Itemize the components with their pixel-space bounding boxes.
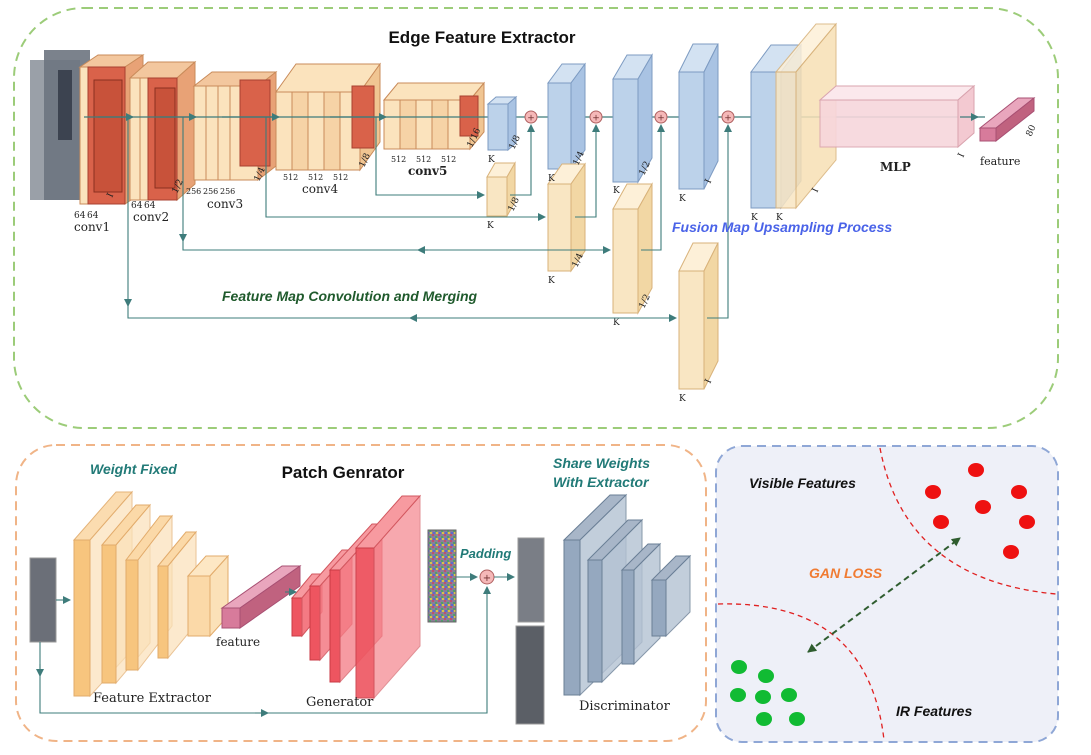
edge-feature-extractor-panel: Edge Feature Extractor 64 64 conv1 I [13, 7, 1059, 429]
k-label-blue-3: K [613, 186, 620, 196]
feature-output-block [978, 96, 1036, 143]
fusion-map-label: Fusion Map Upsampling Process [672, 219, 892, 235]
gan-loss-label: GAN LOSS [809, 565, 883, 581]
yellow-map-up [774, 22, 838, 210]
blue-map-3 [612, 53, 653, 184]
padded-output-image [517, 537, 545, 623]
conv1-frac: I [106, 191, 117, 199]
discriminator-stack [562, 493, 692, 697]
yellow-map-2 [547, 162, 586, 273]
patch-feature-label: feature [216, 635, 260, 649]
conv5-block [382, 81, 486, 151]
conv5-ch-3: 512 [441, 155, 456, 164]
feature-extractor-stack [72, 490, 230, 698]
patch-arrows [36, 573, 515, 717]
discriminator-label: Discriminator [579, 699, 671, 714]
k-label-yellow-1: K [487, 221, 494, 231]
conv2-label: conv2 [133, 210, 169, 224]
conv3-ch-3: 256 [220, 187, 235, 196]
weight-fixed-label: Weight Fixed [90, 461, 177, 477]
conv3-label: conv3 [207, 197, 243, 211]
conv5-ch-2: 512 [416, 155, 431, 164]
mlp-block [818, 84, 976, 149]
blue-frac-4: I [704, 177, 715, 185]
gan-loss-arrow [807, 537, 961, 653]
feature-output-label: feature [980, 155, 1020, 168]
padding-label: Padding [460, 546, 511, 561]
conv2-block [128, 60, 197, 202]
conv1-ch-1: 64 [74, 211, 86, 221]
conv4-ch-1: 512 [283, 173, 298, 182]
k-label-blue-5: K [751, 213, 758, 223]
k-label-blue-2: K [548, 174, 555, 184]
conv5-label: conv5 [408, 164, 447, 178]
yellow-map-4 [678, 242, 719, 390]
conv3-ch-2: 256 [203, 187, 218, 196]
feature-extractor-label: Feature Extractor [93, 691, 212, 706]
patch-generator-panel: Patch Genrator Weight Fixed Share Weight… [15, 444, 707, 742]
k-label-blue-4: K [679, 194, 686, 204]
share-weights-label-1: Share Weights [553, 455, 650, 471]
noise-patch [427, 529, 457, 623]
patch-feature-block [220, 565, 302, 629]
padding-merge-node: + [479, 569, 495, 585]
up-frac: I [811, 186, 822, 194]
conv4-ch-3: 512 [333, 173, 348, 182]
merge-node-1: + [524, 110, 538, 124]
yellow-map-1 [486, 161, 516, 218]
visible-feature-points [925, 463, 1035, 559]
conv5-ch-1: 512 [391, 155, 406, 164]
ir-features-label: IR Features [896, 703, 972, 719]
k-label-yellow-up: K [776, 213, 783, 223]
conv4-ch-2: 512 [308, 173, 323, 182]
share-weights-label-2: With Extractor [553, 474, 650, 490]
input-image-stack [30, 50, 90, 200]
generator-label: Generator [306, 695, 374, 710]
patch-generator-title: Patch Genrator [282, 463, 405, 482]
gan-loss-panel: Visible Features IR Features GAN LOSS [715, 445, 1059, 743]
mlp-frac: I [957, 151, 968, 159]
conv1-label: conv1 [74, 220, 110, 234]
svg-text:+: + [592, 114, 600, 124]
blue-map-1 [486, 95, 518, 152]
svg-text:+: + [657, 114, 665, 124]
blue-map-2 [547, 62, 586, 171]
visible-features-label: Visible Features [749, 475, 856, 491]
feature-dim-label: 80 [1025, 123, 1039, 138]
patch-input-image [29, 557, 57, 643]
yellow-map-3 [612, 182, 653, 315]
real-image [515, 625, 545, 725]
generator-stack [290, 494, 422, 700]
k-label-yellow-4: K [679, 394, 686, 404]
k-label-yellow-2: K [548, 276, 555, 286]
conv2-ch-1: 64 [131, 201, 143, 211]
svg-text:+: + [483, 573, 491, 584]
merge-label: Feature Map Convolution and Merging [222, 288, 478, 304]
conv1-ch-2: 64 [87, 211, 99, 221]
edge-extractor-title: Edge Feature Extractor [388, 28, 575, 47]
yellow-frac-4: I [704, 377, 715, 385]
conv3-block [192, 70, 278, 182]
ir-boundary [717, 603, 885, 741]
svg-text:+: + [724, 114, 732, 124]
conv2-ch-2: 64 [144, 201, 156, 211]
svg-text:+: + [527, 114, 535, 124]
conv4-block [275, 62, 381, 172]
mlp-label: MLP [880, 160, 911, 174]
skip-connections [124, 117, 732, 322]
merge-node-3: + [654, 110, 668, 124]
ir-feature-points [730, 660, 805, 726]
conv4-label: conv4 [302, 182, 338, 196]
merge-node-4: + [721, 110, 735, 124]
conv3-ch-1: 256 [186, 187, 201, 196]
merge-node-2: + [589, 110, 603, 124]
k-label-yellow-3: K [613, 318, 620, 328]
k-label-blue-1: K [488, 155, 495, 165]
blue-map-4 [678, 43, 719, 190]
